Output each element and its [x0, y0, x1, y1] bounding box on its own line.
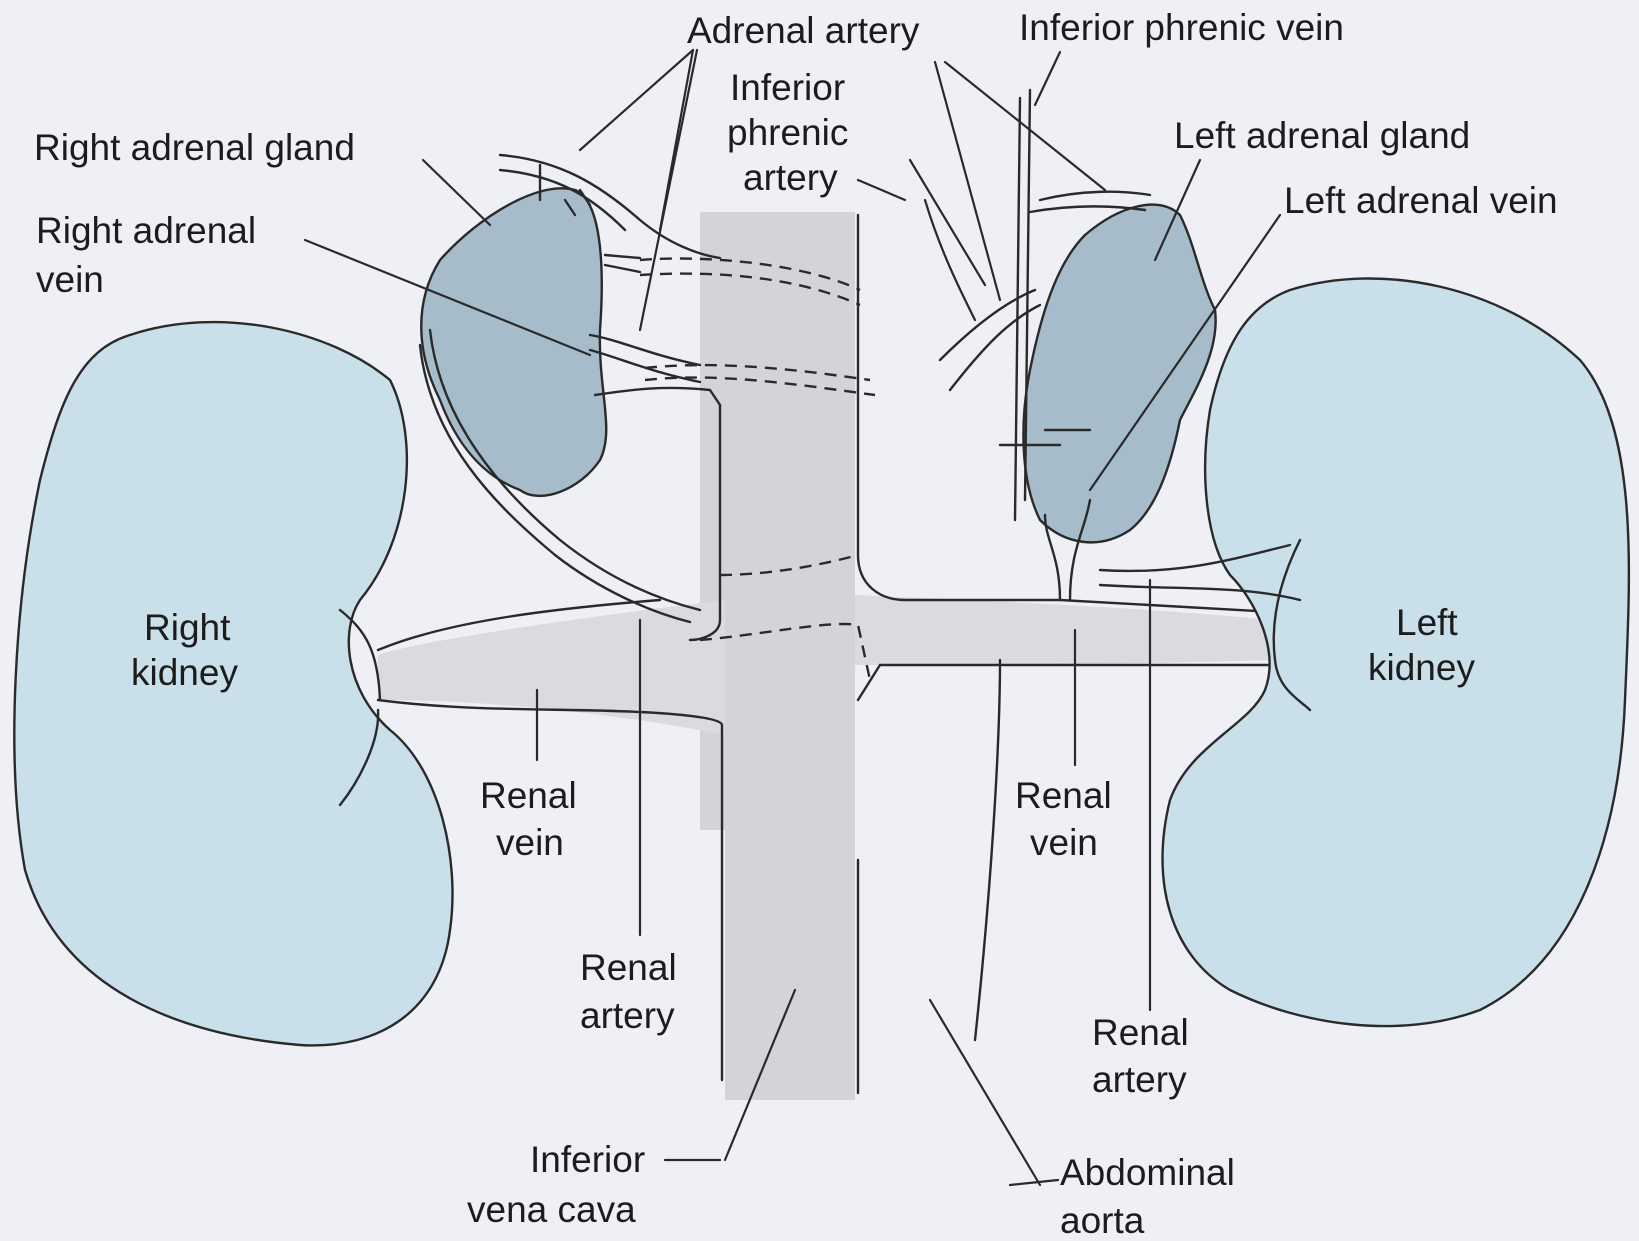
label-renal-vein-left-2: vein	[1030, 822, 1098, 863]
label-left-kidney-1: Left	[1396, 602, 1458, 643]
label-inferior-vena-cava-2: vena cava	[467, 1189, 636, 1230]
label-inferior-phrenic-artery-3: artery	[743, 157, 838, 198]
label-left-kidney-2: kidney	[1368, 647, 1475, 688]
label-abdominal-aorta-2: aorta	[1060, 1200, 1145, 1241]
label-inferior-phrenic-artery-2: phrenic	[727, 112, 848, 153]
label-abdominal-aorta-1: Abdominal	[1060, 1152, 1235, 1193]
label-inferior-vena-cava-1: Inferior	[530, 1139, 645, 1180]
label-renal-vein-right-2: vein	[496, 822, 564, 863]
label-right-kidney-1: Right	[144, 607, 231, 648]
label-right-kidney-2: kidney	[131, 652, 238, 693]
label-renal-vein-right-1: Renal	[480, 775, 577, 816]
label-renal-artery-left-1: Renal	[1092, 1012, 1189, 1053]
label-right-adrenal-gland: Right adrenal gland	[34, 127, 355, 168]
label-left-adrenal-gland: Left adrenal gland	[1174, 115, 1470, 156]
label-renal-vein-left-1: Renal	[1015, 775, 1112, 816]
label-adrenal-artery: Adrenal artery	[687, 10, 920, 51]
label-inferior-phrenic-vein: Inferior phrenic vein	[1019, 7, 1344, 48]
left-adrenal-gland-shape	[1023, 205, 1215, 543]
label-renal-artery-right-1: Renal	[580, 947, 677, 988]
label-left-adrenal-vein: Left adrenal vein	[1284, 180, 1558, 221]
right-adrenal-gland-shape	[421, 188, 606, 496]
left-renal-vein-shape	[855, 595, 1270, 665]
label-renal-artery-left-2: artery	[1092, 1059, 1187, 1100]
label-right-adrenal-vein-1: Right adrenal	[36, 210, 256, 251]
label-inferior-phrenic-artery-1: Inferior	[730, 67, 845, 108]
label-renal-artery-right-2: artery	[580, 995, 675, 1036]
label-right-adrenal-vein-2: vein	[36, 259, 104, 300]
